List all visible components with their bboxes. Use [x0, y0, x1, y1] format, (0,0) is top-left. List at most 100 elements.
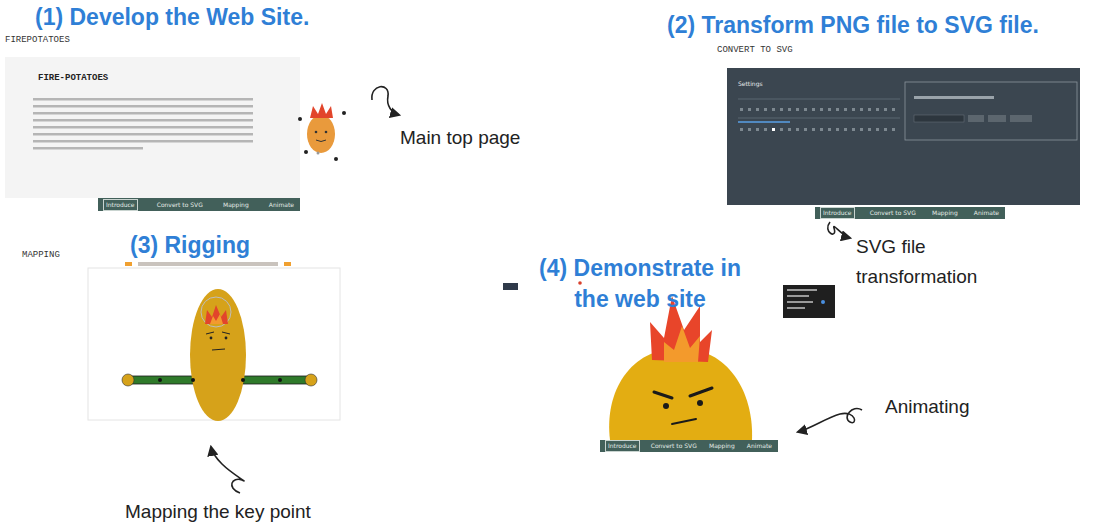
- animated-potato-part: [697, 400, 703, 406]
- nav-item: Mapping: [709, 441, 735, 451]
- nav-item: Convert to SVG: [651, 441, 697, 451]
- rigging-screenshot-part: [241, 378, 245, 382]
- potato-logo-part: [316, 140, 326, 142]
- convert-screenshot-part: [914, 115, 964, 122]
- annotation: SVG file transformation: [856, 232, 1006, 292]
- setting-dots-part: [892, 128, 895, 131]
- setting-dots-part: [884, 108, 887, 111]
- convert-screenshot: [727, 68, 1080, 205]
- rigging-screenshot-part: [212, 349, 225, 350]
- rigging-screenshot-part: [158, 378, 162, 382]
- rigging-screenshot-part: [190, 289, 246, 421]
- convert-screenshot-part: [914, 96, 994, 99]
- nav-item: Mapping: [932, 208, 958, 218]
- annotation: Animating: [885, 392, 970, 422]
- nav-bar: Introduce Convert to SVG Mapping Animate: [98, 198, 300, 211]
- potato-logo: [298, 103, 346, 161]
- demo-bits-part: [787, 295, 809, 297]
- section-heading: (1) Develop the Web Site.: [35, 3, 309, 31]
- body-text-lines-part: [33, 133, 253, 136]
- demo-bits-part: [787, 289, 817, 291]
- setting-dots-part: [748, 128, 751, 131]
- setting-dots-part: [852, 128, 855, 131]
- nav-bar: IntroduceConvert to SVGMappingAnimate: [600, 440, 778, 452]
- setting-dots-part: [812, 108, 815, 111]
- body-text-lines-part: [33, 140, 253, 143]
- body-text-lines: [33, 98, 253, 150]
- nav-item: Introduce: [821, 208, 854, 218]
- page-tag: FIREPOTATOES: [5, 35, 70, 45]
- setting-dots-part: [764, 128, 767, 131]
- potato-logo-part: [307, 115, 335, 153]
- setting-dots-part: [820, 128, 823, 131]
- nav-item: Animate: [974, 208, 999, 218]
- leader-arrows-part: [211, 447, 244, 493]
- animated-potato-part: [654, 388, 712, 398]
- animated-potato-part: [664, 326, 700, 362]
- setting-dots-part: [804, 128, 807, 131]
- section-heading: (4) Demonstrate in the web site: [527, 253, 753, 315]
- convert-screenshot-part: [738, 99, 900, 100]
- screen-heading: Settings: [738, 80, 1080, 87]
- rigging-screenshot-part: [201, 297, 231, 327]
- nav-item: Mapping: [223, 200, 249, 210]
- nav-item: Introduce: [104, 200, 137, 210]
- rigging-screenshot-part: [131, 376, 193, 384]
- setting-dots-part: [812, 128, 815, 131]
- section-heading: (3) Rigging: [130, 231, 250, 259]
- rigging-screenshot-part: [88, 268, 340, 420]
- convert-screenshot-part: [905, 82, 1077, 140]
- setting-dots-part: [884, 128, 887, 131]
- setting-dots-part: [868, 108, 871, 111]
- page-tag: CONVERT TO SVG: [717, 45, 793, 55]
- convert-screenshot-part: [968, 115, 984, 122]
- body-text-lines-part: [33, 105, 253, 108]
- setting-dots-part: [828, 108, 831, 111]
- setting-dots-part: [772, 108, 775, 111]
- body-text-lines-part: [33, 119, 253, 122]
- main-page-screenshot: [5, 57, 346, 198]
- setting-dots-part: [780, 128, 783, 131]
- setting-dots-part: [772, 128, 775, 131]
- setting-dots-part: [748, 108, 751, 111]
- setting-dots-part: [820, 108, 823, 111]
- potato-logo-part: [342, 111, 346, 115]
- nav-item: Animate: [269, 200, 294, 210]
- demo-bits-part: [578, 281, 582, 285]
- nav-item: Convert to SVG: [157, 200, 203, 210]
- setting-dots-part: [804, 108, 807, 111]
- potato-logo-part: [304, 150, 308, 154]
- setting-dots-part: [836, 108, 839, 111]
- nav-bar: IntroduceConvert to SVGMappingAnimate: [815, 207, 1005, 219]
- setting-dots-part: [764, 108, 767, 111]
- setting-dots-part: [860, 128, 863, 131]
- convert-screenshot-part: [738, 121, 790, 123]
- rigging-screenshot-part: [125, 262, 132, 266]
- rigging-screenshot-part: [122, 374, 134, 386]
- setting-dots-part: [828, 128, 831, 131]
- screenshot-panel: FIRE-POTATOESIntroduceConvert to SVGMapp…: [5, 57, 300, 198]
- body-text-lines-part: [33, 98, 253, 101]
- leader-arrows: [211, 87, 862, 493]
- setting-dots-part: [796, 128, 799, 131]
- setting-dots-part: [844, 108, 847, 111]
- setting-dots-part: [788, 108, 791, 111]
- setting-dots-part: [780, 108, 783, 111]
- potato-logo-part: [334, 157, 338, 161]
- potato-logo-part: [325, 131, 328, 134]
- setting-dots-part: [740, 108, 743, 111]
- leader-arrows-part: [798, 409, 862, 432]
- setting-dots: [740, 108, 895, 131]
- nav-item: Animate: [747, 441, 772, 451]
- rigging-screenshot-part: [210, 314, 223, 324]
- setting-dots-part: [876, 108, 879, 111]
- rigging-screenshot: [88, 262, 340, 421]
- demo-bits-part: [783, 285, 835, 318]
- convert-screenshot-part: [738, 118, 900, 119]
- setting-dots-part: [844, 128, 847, 131]
- rigging-screenshot-part: [243, 376, 308, 384]
- demo-bits-part: [503, 283, 518, 290]
- body-text-lines-part: [33, 147, 143, 150]
- rigging-screenshot-part: [225, 337, 228, 340]
